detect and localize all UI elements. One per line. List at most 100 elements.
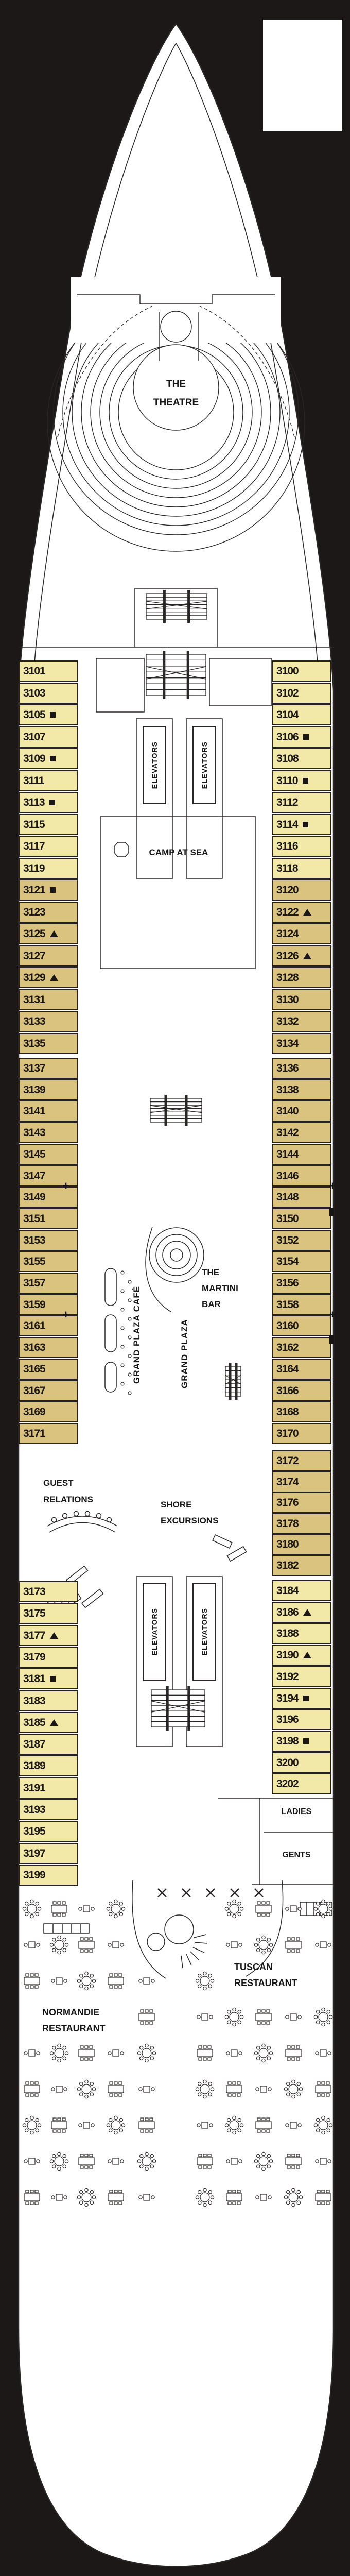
cabin-3190[interactable]: 3190 <box>272 1645 331 1666</box>
cabin-3143[interactable]: 3143 <box>19 1122 78 1144</box>
cabin-3105[interactable]: 3105 <box>19 704 78 725</box>
cabin-3131[interactable]: 3131 <box>19 989 78 1010</box>
cabin-3183[interactable]: 3183 <box>19 1690 78 1711</box>
cabin-3165[interactable]: 3165 <box>19 1358 78 1380</box>
cabin-3123[interactable]: 3123 <box>19 901 78 923</box>
cabin-3107[interactable]: 3107 <box>19 726 78 748</box>
cabin-3148[interactable]: 3148 <box>272 1187 331 1208</box>
cabin-3171[interactable]: 3171 <box>19 1422 78 1444</box>
cabin-3124[interactable]: 3124 <box>272 923 331 944</box>
cabin-3182[interactable]: 3182 <box>272 1555 331 1576</box>
cabin-3158[interactable]: 3158 <box>272 1294 331 1315</box>
cabin-3173[interactable]: 3173 <box>19 1581 78 1602</box>
cabin-3113[interactable]: 3113 <box>19 792 78 813</box>
cabin-3169[interactable]: 3169 <box>19 1401 78 1423</box>
cabin-3151[interactable]: 3151 <box>19 1208 78 1229</box>
cabin-3179[interactable]: 3179 <box>19 1646 78 1668</box>
cabin-3125[interactable]: 3125 <box>19 923 78 944</box>
cabin-3122[interactable]: 3122 <box>272 901 331 923</box>
cabin-3118[interactable]: 3118 <box>272 857 331 879</box>
cabin-3102[interactable]: 3102 <box>272 682 331 704</box>
cabin-3162[interactable]: 3162 <box>272 1337 331 1359</box>
cabin-3168[interactable]: 3168 <box>272 1401 331 1423</box>
cabin-3197[interactable]: 3197 <box>19 1842 78 1864</box>
cabin-3104[interactable]: 3104 <box>272 704 331 725</box>
cabin-3184[interactable]: 3184 <box>272 1580 331 1601</box>
cabin-3196[interactable]: 3196 <box>272 1709 331 1731</box>
cabin-3142[interactable]: 3142 <box>272 1122 331 1144</box>
cabin-3160[interactable]: 3160 <box>272 1315 331 1337</box>
cabin-3116[interactable]: 3116 <box>272 836 331 857</box>
cabin-3139[interactable]: 3139 <box>19 1079 78 1100</box>
cabin-3129[interactable]: 3129 <box>19 967 78 988</box>
cabin-3136[interactable]: 3136 <box>272 1058 331 1079</box>
cabin-3101[interactable]: 3101 <box>19 660 78 682</box>
cabin-3153[interactable]: 3153 <box>19 1229 78 1251</box>
cabin-3154[interactable]: 3154 <box>272 1251 331 1273</box>
cabin-3191[interactable]: 3191 <box>19 1777 78 1799</box>
cabin-3115[interactable]: 3115 <box>19 814 78 835</box>
cabin-3198[interactable]: 3198 <box>272 1730 331 1752</box>
cabin-3200[interactable]: 3200 <box>272 1752 331 1773</box>
cabin-3110[interactable]: 3110 <box>272 770 331 791</box>
cabin-3100[interactable]: 3100 <box>272 660 331 682</box>
cabin-3119[interactable]: 3119 <box>19 857 78 879</box>
cabin-3111[interactable]: 3111 <box>19 770 78 791</box>
cabin-3185[interactable]: 3185 <box>19 1711 78 1733</box>
cabin-3187[interactable]: 3187 <box>19 1734 78 1755</box>
cabin-3166[interactable]: 3166 <box>272 1380 331 1401</box>
cabin-3175[interactable]: 3175 <box>19 1603 78 1624</box>
cabin-3112[interactable]: 3112 <box>272 792 331 813</box>
cabin-3180[interactable]: 3180 <box>272 1534 331 1555</box>
cabin-3134[interactable]: 3134 <box>272 1032 331 1054</box>
cabin-3145[interactable]: 3145 <box>19 1143 78 1165</box>
cabin-3137[interactable]: 3137 <box>19 1058 78 1079</box>
cabin-3146[interactable]: 3146 <box>272 1165 331 1187</box>
cabin-3109[interactable]: 3109 <box>19 748 78 769</box>
cabin-3172[interactable]: 3172 <box>272 1450 331 1471</box>
cabin-3193[interactable]: 3193 <box>19 1799 78 1820</box>
cabin-3159[interactable]: 3159 <box>19 1294 78 1315</box>
cabin-3103[interactable]: 3103 <box>19 682 78 704</box>
cabin-3149[interactable]: 3149 <box>19 1187 78 1208</box>
cabin-3174[interactable]: 3174 <box>272 1471 331 1493</box>
cabin-3177[interactable]: 3177 <box>19 1624 78 1646</box>
cabin-3167[interactable]: 3167 <box>19 1380 78 1401</box>
cabin-3106[interactable]: 3106 <box>272 726 331 748</box>
cabin-3181[interactable]: 3181 <box>19 1668 78 1690</box>
cabin-3161[interactable]: 3161 <box>19 1315 78 1337</box>
cabin-3133[interactable]: 3133 <box>19 1011 78 1032</box>
cabin-3163[interactable]: 3163 <box>19 1337 78 1359</box>
cabin-3192[interactable]: 3192 <box>272 1666 331 1687</box>
cabin-3135[interactable]: 3135 <box>19 1032 78 1054</box>
cabin-3120[interactable]: 3120 <box>272 879 331 901</box>
cabin-3157[interactable]: 3157 <box>19 1273 78 1294</box>
cabin-3164[interactable]: 3164 <box>272 1358 331 1380</box>
cabin-3194[interactable]: 3194 <box>272 1687 331 1709</box>
cabin-3141[interactable]: 3141 <box>19 1100 78 1122</box>
cabin-3199[interactable]: 3199 <box>19 1864 78 1886</box>
cabin-3178[interactable]: 3178 <box>272 1513 331 1534</box>
cabin-3114[interactable]: 3114 <box>272 814 331 835</box>
cabin-3156[interactable]: 3156 <box>272 1273 331 1294</box>
cabin-3130[interactable]: 3130 <box>272 989 331 1010</box>
cabin-3150[interactable]: 3150 <box>272 1208 331 1229</box>
cabin-3155[interactable]: 3155 <box>19 1251 78 1273</box>
cabin-3108[interactable]: 3108 <box>272 748 331 769</box>
cabin-3144[interactable]: 3144 <box>272 1143 331 1165</box>
cabin-3138[interactable]: 3138 <box>272 1079 331 1100</box>
cabin-3186[interactable]: 3186 <box>272 1601 331 1623</box>
cabin-3117[interactable]: 3117 <box>19 836 78 857</box>
cabin-3189[interactable]: 3189 <box>19 1755 78 1777</box>
cabin-3195[interactable]: 3195 <box>19 1821 78 1842</box>
cabin-3128[interactable]: 3128 <box>272 967 331 988</box>
cabin-3176[interactable]: 3176 <box>272 1492 331 1514</box>
cabin-3121[interactable]: 3121 <box>19 879 78 901</box>
cabin-3127[interactable]: 3127 <box>19 945 78 967</box>
cabin-3170[interactable]: 3170 <box>272 1422 331 1444</box>
cabin-3126[interactable]: 3126 <box>272 945 331 967</box>
cabin-3152[interactable]: 3152 <box>272 1229 331 1251</box>
cabin-3188[interactable]: 3188 <box>272 1623 331 1645</box>
cabin-3140[interactable]: 3140 <box>272 1100 331 1122</box>
cabin-3202[interactable]: 3202 <box>272 1773 331 1795</box>
